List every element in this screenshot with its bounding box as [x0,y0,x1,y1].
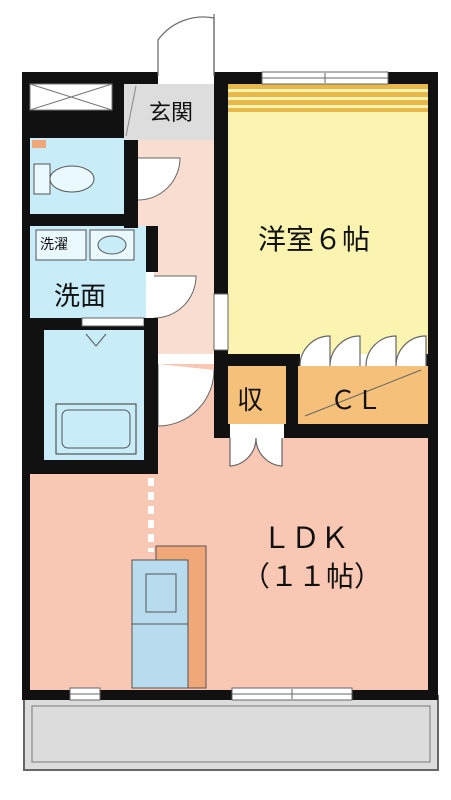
entrance-door-swing [157,16,215,76]
wall-toilet-bottom [22,214,138,226]
balcony [23,695,439,771]
western-door-gap [213,293,229,351]
wall-washroom-right [146,226,158,272]
wall-storage-closet [286,354,298,438]
storage [228,366,286,424]
wall-bathroom-right [144,318,158,474]
wall-vertical-center [214,76,228,356]
balcony-inner-line [31,705,431,763]
ldk-door-swing [157,364,215,427]
toilet-shelf [32,140,46,148]
western-room [228,84,428,354]
closet-label: ＣＬ [330,386,383,416]
entrance-label: 玄関 [149,101,194,126]
top-left-box-cross-2 [29,83,113,111]
toilet-door-swing [137,157,181,201]
wall-under-entrance [124,140,138,228]
ldk-size-label: （１１帖） [242,560,383,593]
closet-rod [304,369,422,417]
ldk-label: ＬＤＫ [262,521,350,555]
wall-bathroom-bottom [22,460,158,474]
entrance-floor [124,84,214,140]
closet-door-arcs [299,335,427,367]
toilet-tank [33,163,51,195]
washroom-door-gap [146,272,154,318]
laundry-box [35,229,87,261]
storage-door-arcs [229,437,283,467]
western-room-stripe-4 [228,108,428,112]
western-room-stripe-2 [228,92,428,97]
wall-bathroom-left [22,318,44,474]
washroom-label: 洗面 [54,282,107,312]
bathtub-inner [61,409,131,449]
western-room-stripe-1 [228,84,428,89]
western-room-label: 洋室６帖 [258,223,371,256]
wall-storage-left [214,354,228,438]
ldk-door-gap [158,354,214,364]
storage-door-gap [230,424,284,438]
wash-basin-bowl [97,235,127,255]
stove-icon [145,573,177,613]
toilet-bowl-icon [49,165,95,193]
washroom-door-swing [153,275,197,319]
western-room-stripe-3 [228,100,428,105]
bathroom-door-line [81,317,145,327]
entrance-step-line [125,85,137,137]
storage-label: 収 [237,386,264,416]
bath-drain-icon [85,333,107,347]
laundry-label: 洗濯 [40,237,68,253]
